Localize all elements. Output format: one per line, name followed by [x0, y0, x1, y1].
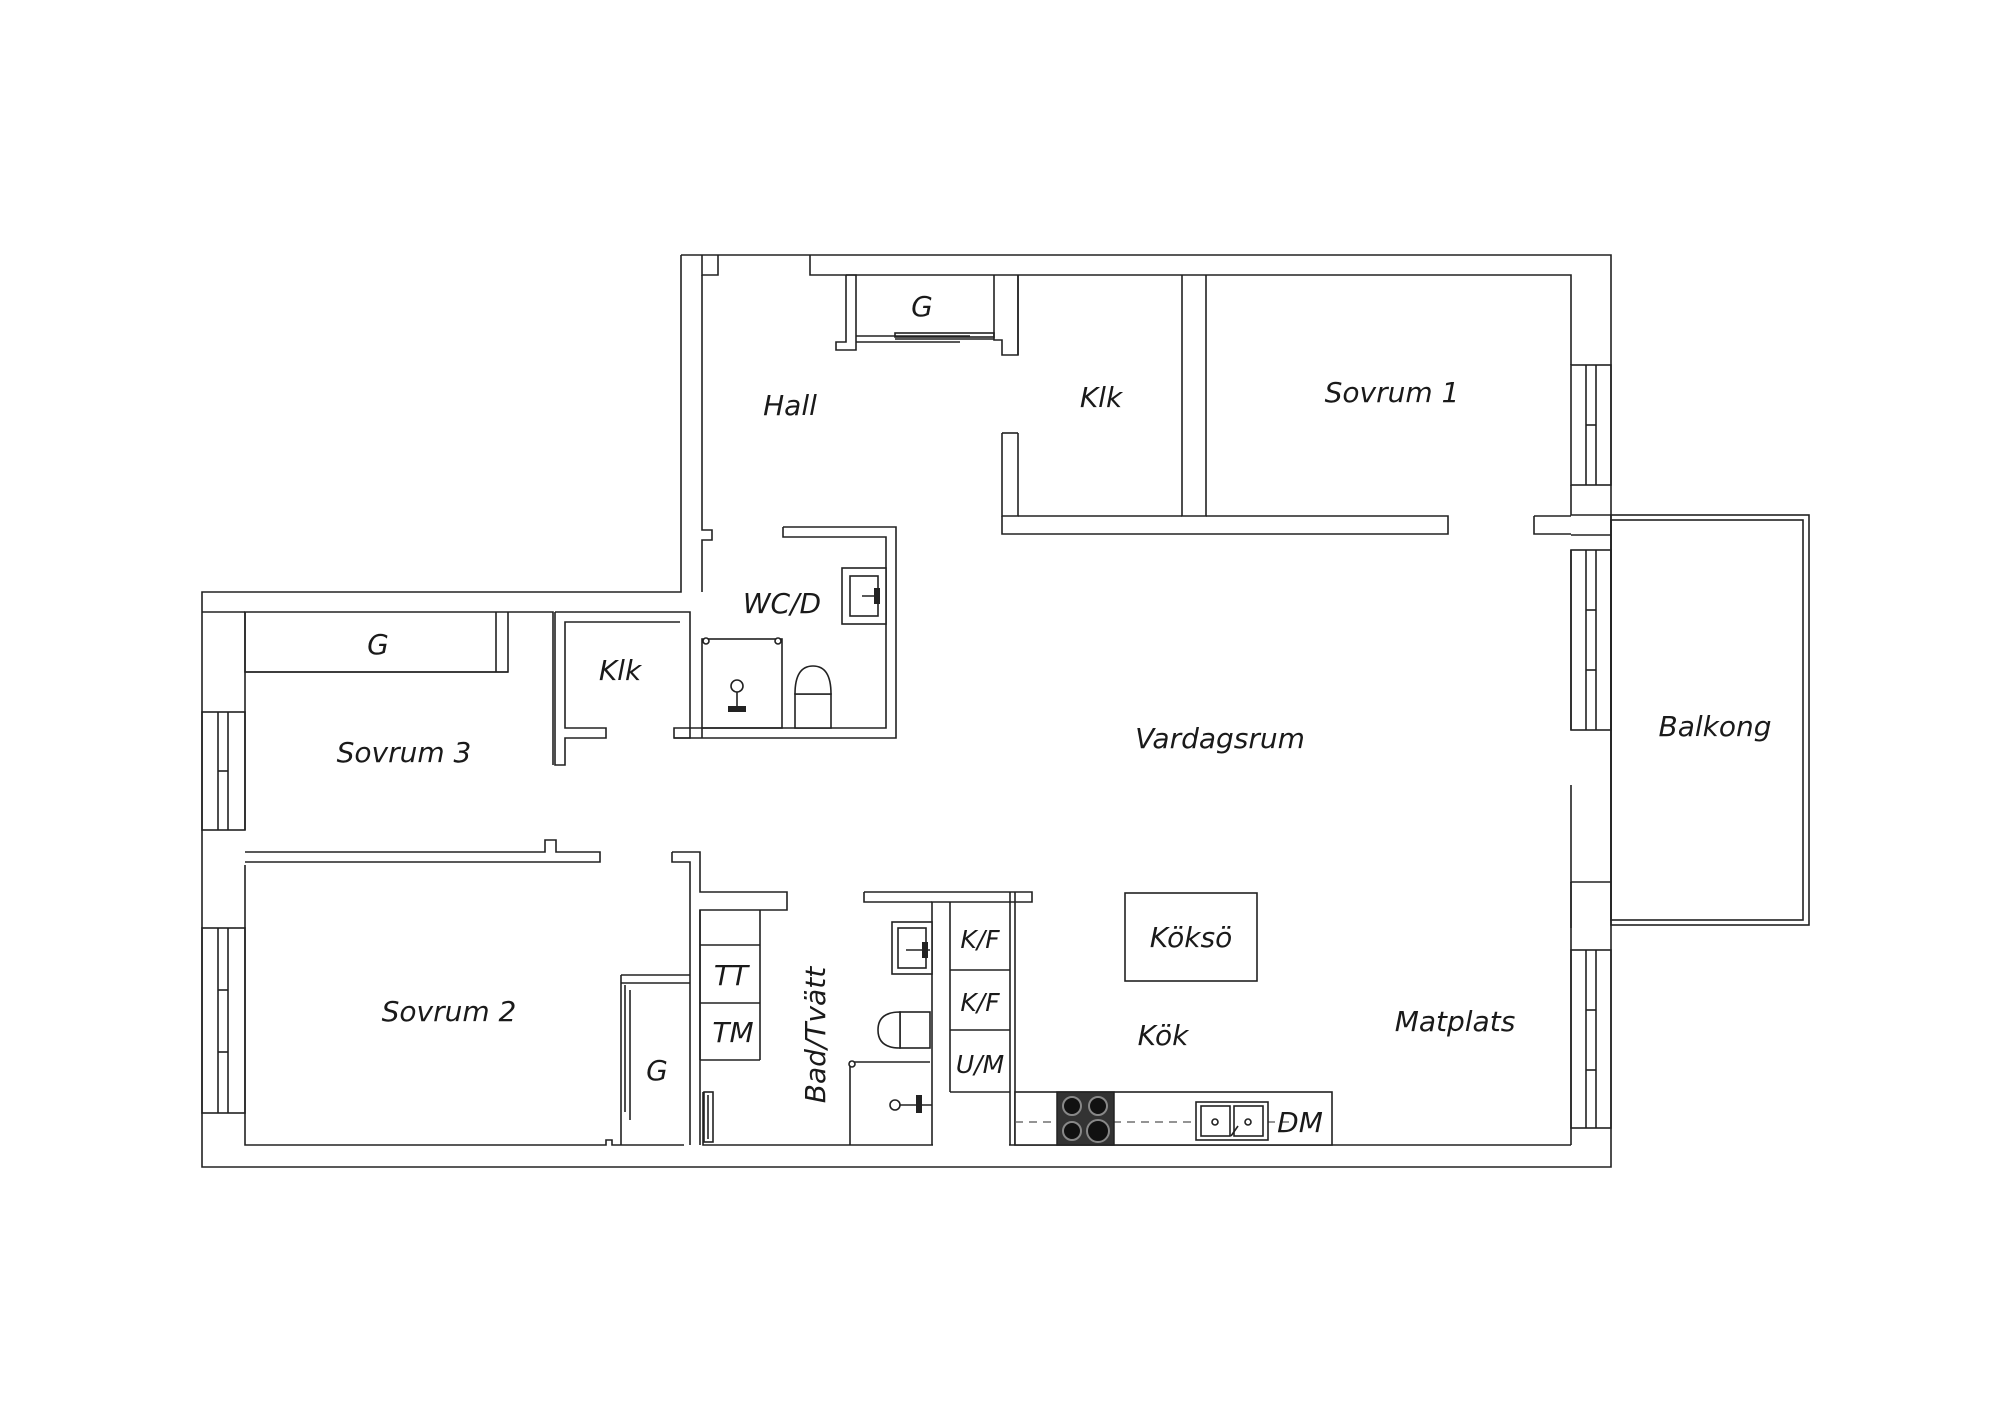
label-klk-left: Klk — [599, 654, 643, 687]
label-kf-1: K/F — [960, 925, 1000, 954]
windows — [201, 364, 1612, 1129]
label-kf-2: K/F — [960, 988, 1000, 1017]
wc-toilet — [794, 665, 832, 729]
window-sovrum2 — [201, 927, 246, 1114]
wc-shower — [701, 637, 783, 729]
wc-sink — [841, 567, 887, 625]
label-hall: Hall — [763, 389, 817, 422]
label-sovrum1: Sovrum 1 — [1325, 376, 1460, 409]
koksö-island — [1124, 892, 1258, 982]
window-sovrum3 — [201, 711, 246, 831]
label-koksö: Köksö — [1150, 921, 1232, 954]
bath-shower — [848, 1060, 932, 1113]
label-klk-top: Klk — [1080, 381, 1124, 414]
label-balkong: Balkong — [1658, 710, 1771, 743]
bath-toilet — [877, 1011, 931, 1049]
label-um: U/M — [956, 1050, 1004, 1079]
fixtures — [701, 567, 1333, 1146]
kitchen-counter — [1014, 1091, 1333, 1146]
label-sovrum2: Sovrum 2 — [382, 995, 517, 1028]
label-wc-d: WC/D — [743, 587, 821, 620]
label-kok: Kök — [1138, 1019, 1190, 1052]
label-dm: DM — [1277, 1106, 1323, 1139]
label-vardagsrum: Vardagsrum — [1135, 722, 1305, 755]
label-bad-tvatt: Bad/Tvätt — [799, 966, 832, 1103]
bath-sink — [891, 921, 933, 975]
label-sovrum3: Sovrum 3 — [337, 736, 472, 769]
interior-walls — [244, 274, 1571, 1145]
outer-walls — [201, 254, 1612, 1168]
label-matplats: Matplats — [1395, 1005, 1516, 1038]
balkong-outline — [1610, 514, 1810, 926]
label-sovrum3-wardrobe: G — [367, 628, 389, 661]
label-tt: TT — [714, 959, 750, 992]
label-sovrum2-wardrobe: G — [646, 1054, 668, 1087]
kitchen-sink — [1195, 1101, 1269, 1141]
label-tm: TM — [712, 1016, 753, 1049]
window-sovrum1 — [1570, 364, 1612, 486]
label-hall-wardrobe: G — [911, 290, 933, 323]
window-vardagsrum — [1570, 549, 1612, 731]
room-labels: Hall G Klk Sovrum 1 WC/D Vardagsrum Balk… — [337, 290, 1772, 1139]
window-matplats — [1570, 949, 1612, 1129]
